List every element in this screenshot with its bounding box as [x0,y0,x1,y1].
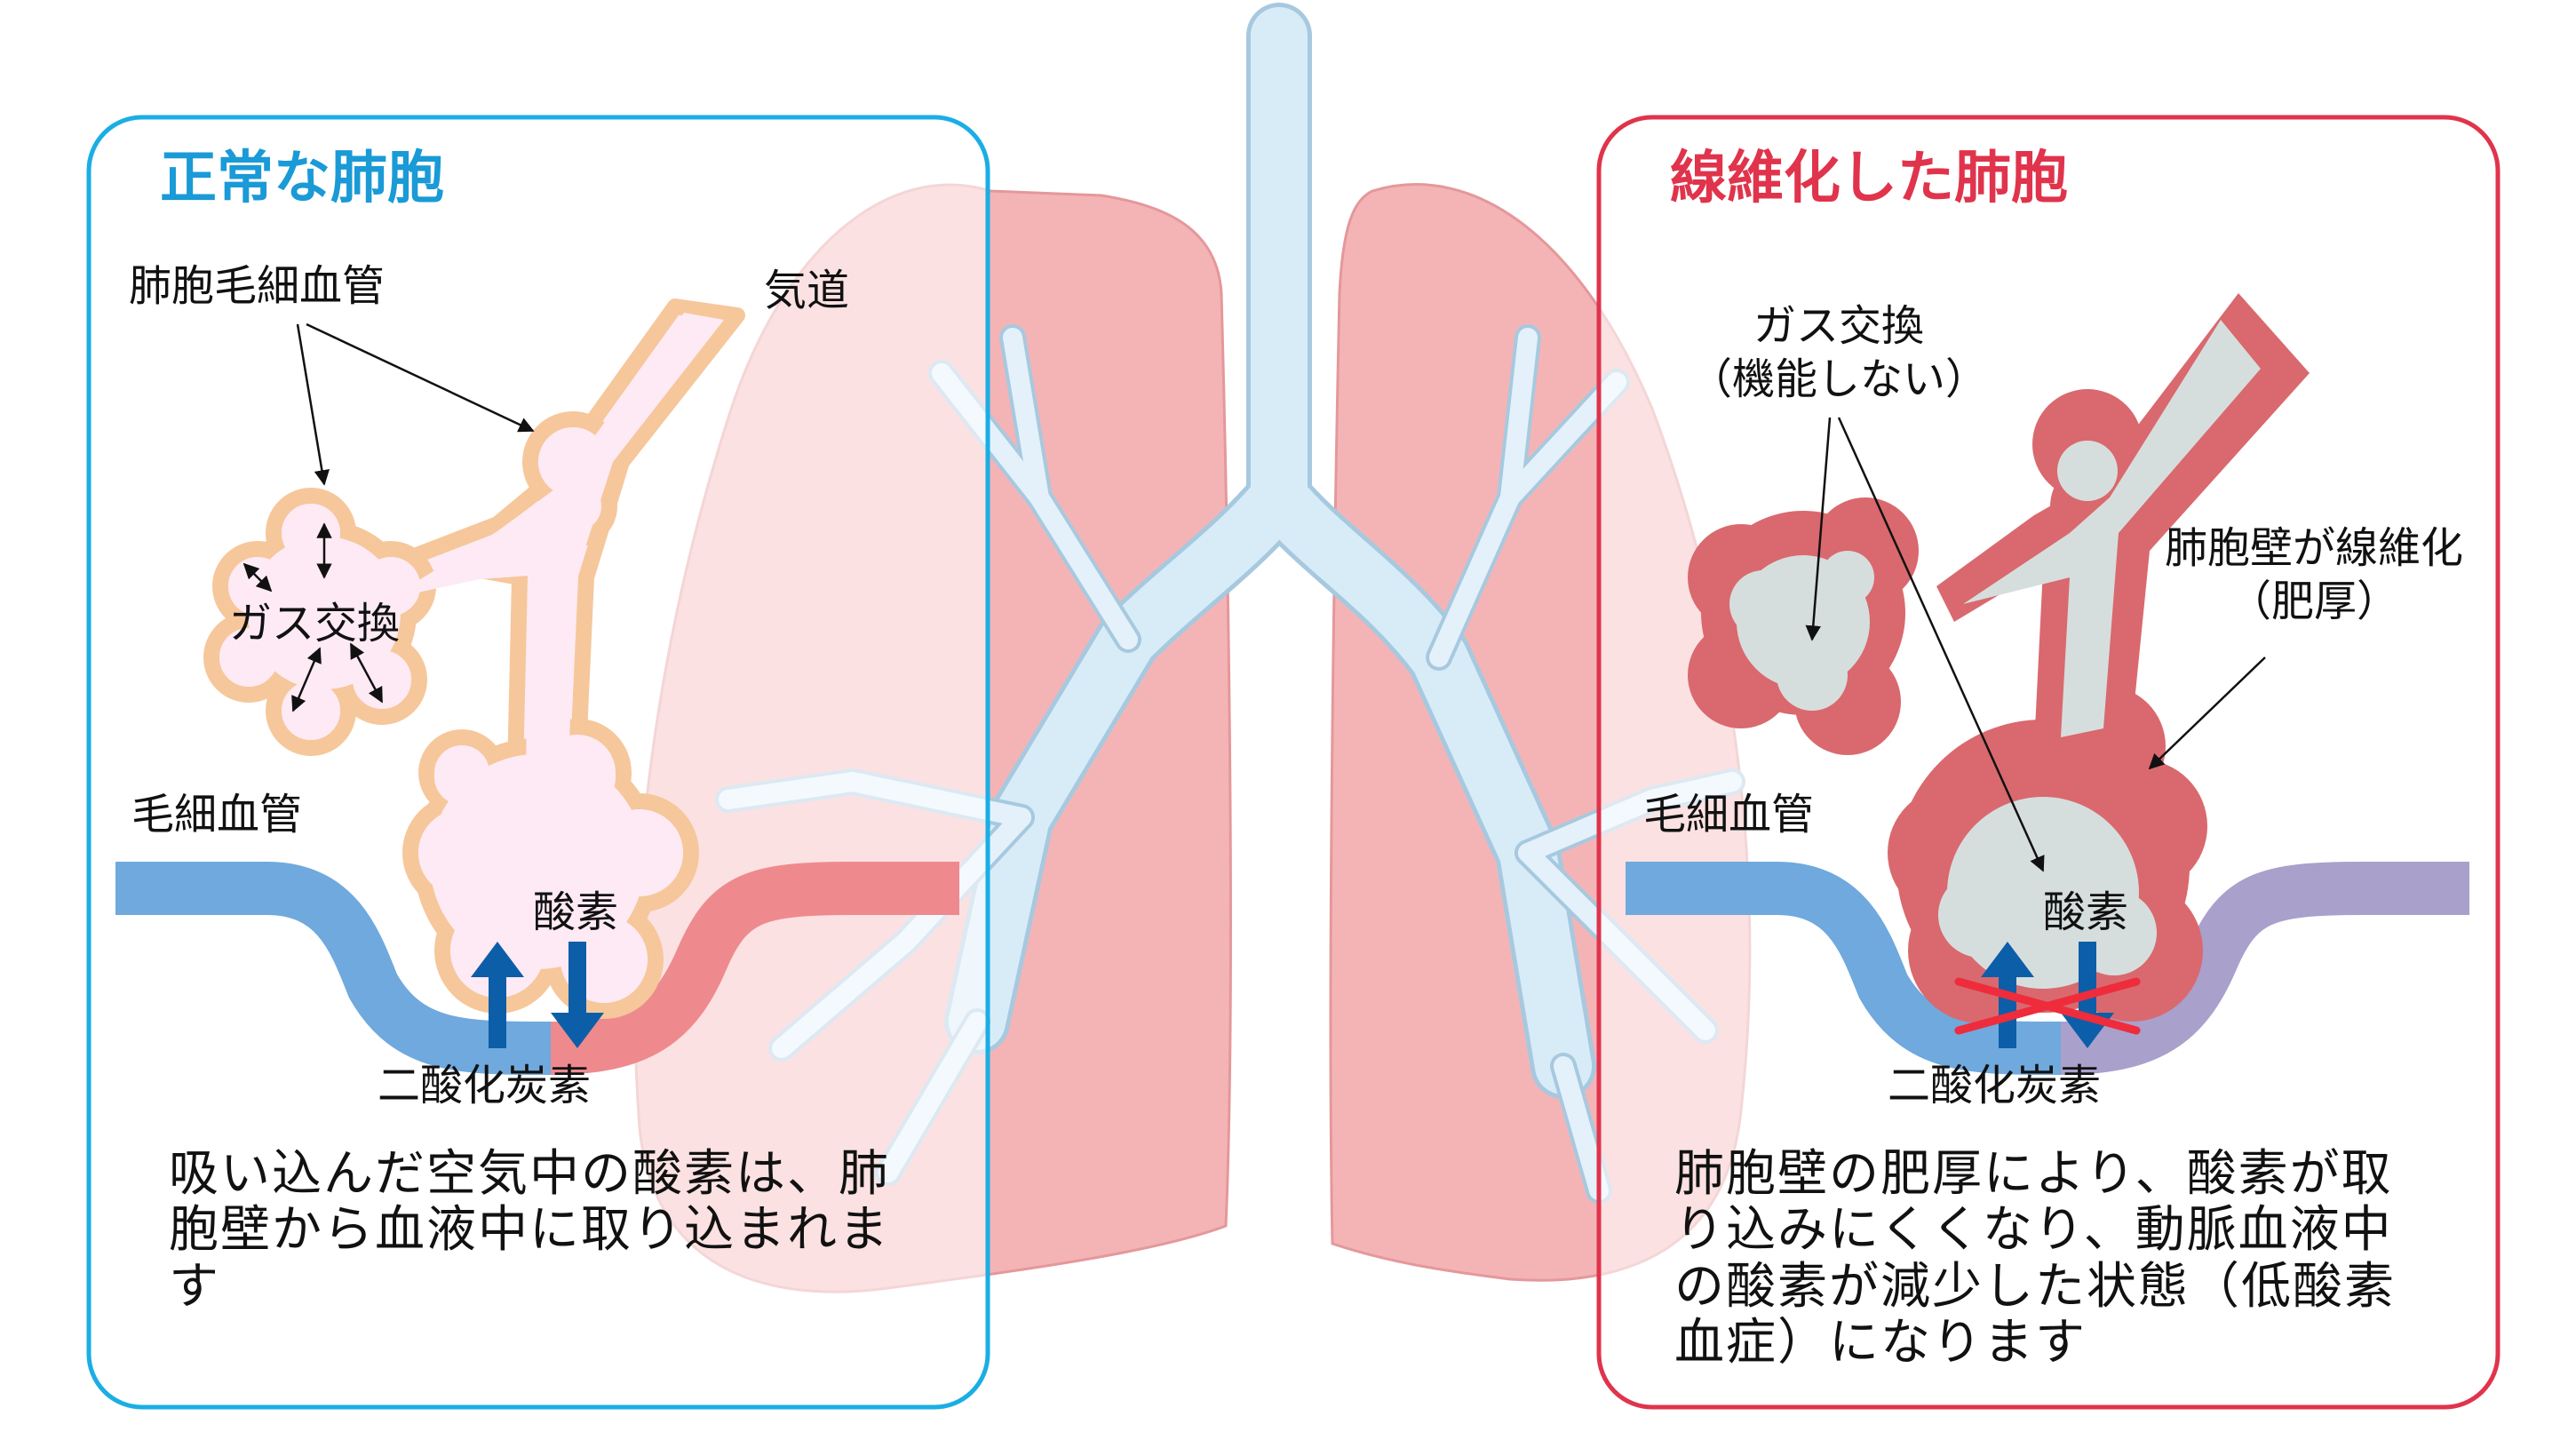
normal-description: 吸い込んだ空気中の酸素は、肺胞壁から血液中に取り込まれます [169,1146,933,1315]
normal-co2-label: 二酸化炭素 [378,1062,591,1110]
normal-title: 正常な肺胞 [160,147,444,212]
airway-label: 気道 [764,267,849,315]
normal-capillary-label: 肺胞毛細血管 [129,262,385,311]
fibrosis-oxygen-label: 酸素 [2043,888,2128,937]
fibrosis-description: 肺胞壁の肥厚により、酸素が取り込みにくくなり、動脈血液中の酸素が減少した状態（低… [1674,1146,2429,1371]
fibrosis-gas-exchange-label-2: （機能しない） [1670,355,2008,404]
normal-blood-vessel-label: 毛細血管 [131,791,302,839]
normal-oxygen-label: 酸素 [533,888,618,937]
fibrosis-wall-label-1: 肺胞壁が線維化 [2150,524,2478,573]
normal-gas-exchange-label: ガス交換 [229,600,400,648]
fibrosis-blood-vessel-label: 毛細血管 [1643,791,1814,839]
fibrosis-wall-label-2: （肥厚） [2194,577,2434,626]
fibrosis-gas-exchange-label-1: ガス交換 [1705,302,1972,351]
fibrosis-co2-label: 二酸化炭素 [1888,1062,2101,1110]
fibrosis-title: 線維化した肺胞 [1670,147,2068,212]
